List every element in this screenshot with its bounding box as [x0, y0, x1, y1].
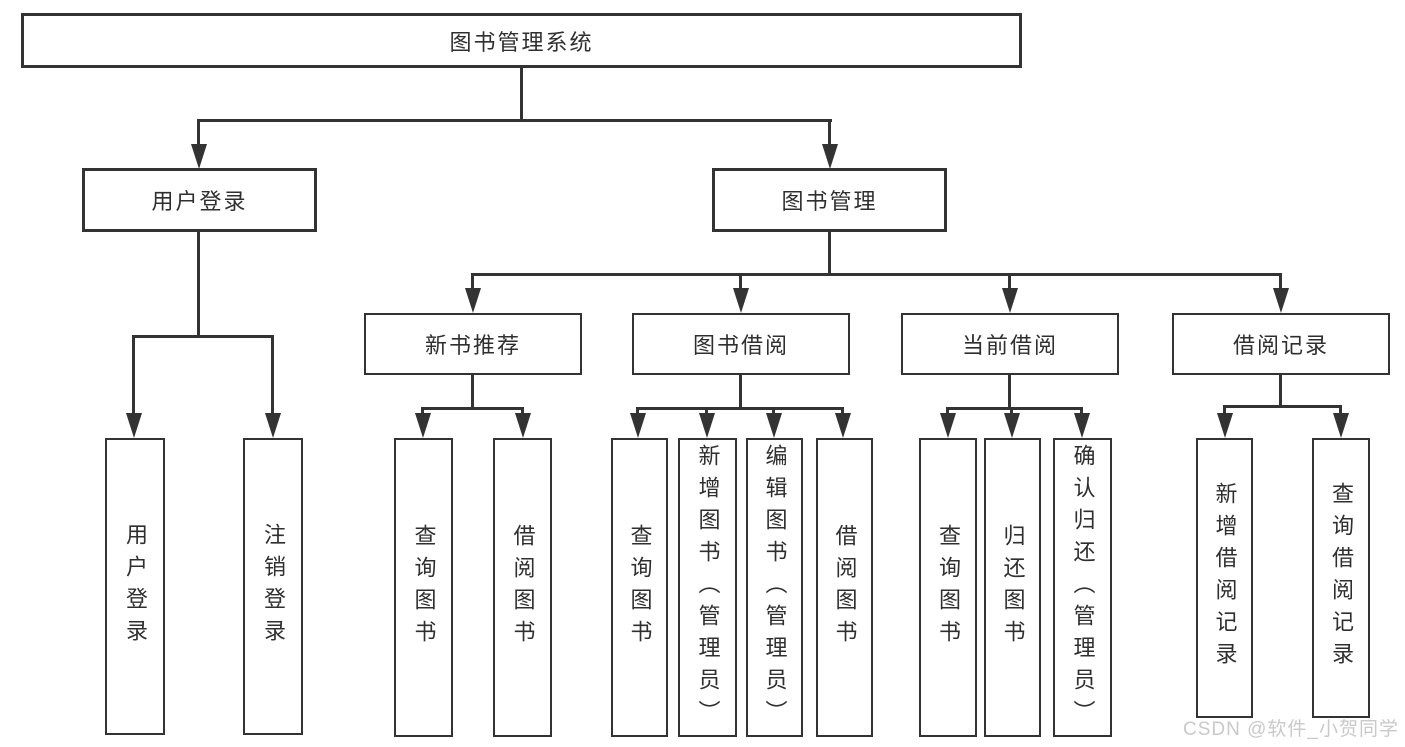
node-book-borrowing: 图书借阅 — [632, 313, 850, 375]
leaf-recommend-borrow-books: 借阅图书 — [493, 438, 552, 737]
connector-vline — [841, 407, 844, 414]
arrowhead-down-icon — [515, 413, 531, 438]
connector-vline — [1279, 375, 1282, 405]
arrowhead-down-icon — [822, 144, 838, 169]
connector-vline — [197, 232, 200, 335]
connector-hline — [421, 407, 524, 410]
connector-vline — [471, 375, 474, 407]
connector-vline — [271, 335, 274, 413]
connector-hline — [1223, 405, 1342, 408]
arrowhead-down-icon — [1217, 413, 1233, 438]
leaf-user-login: 用户登录 — [105, 438, 165, 735]
connector-vline — [705, 407, 708, 414]
leaf-borrowing-add-books-admin: 新增图书（管理员） — [678, 438, 737, 737]
arrowhead-down-icon — [835, 413, 851, 438]
connector-hline — [471, 273, 1282, 276]
connector-vline — [1008, 375, 1011, 407]
arrowhead-down-icon — [699, 413, 715, 438]
node-library-management-system: 图书管理系统 — [21, 13, 1022, 68]
node-user-login: 用户登录 — [82, 168, 317, 232]
leaf-current-return-books: 归还图书 — [984, 438, 1041, 737]
arrowhead-down-icon — [1002, 288, 1018, 313]
leaf-logout: 注销登录 — [243, 438, 303, 735]
arrowhead-down-icon — [940, 413, 956, 438]
connector-vline — [1339, 405, 1342, 414]
connector-vline — [828, 232, 831, 273]
leaf-recommend-query-books: 查询图书 — [394, 438, 453, 737]
arrowhead-down-icon — [1004, 413, 1020, 438]
connector-vline — [421, 407, 424, 414]
connector-vline — [197, 119, 200, 145]
arrowhead-down-icon — [265, 413, 281, 438]
leaf-records-query-record: 查询借阅记录 — [1312, 438, 1370, 718]
connector-vline — [739, 273, 742, 289]
node-current-borrowing: 当前借阅 — [901, 313, 1119, 375]
node-new-book-recommend: 新书推荐 — [364, 313, 582, 375]
connector-vline — [1223, 405, 1226, 414]
leaf-borrowing-edit-books-admin: 编辑图书（管理员） — [746, 438, 803, 737]
leaf-borrowing-query-books: 查询图书 — [611, 438, 668, 737]
arrowhead-down-icon — [733, 288, 749, 313]
node-borrowing-records: 借阅记录 — [1172, 313, 1390, 375]
connector-vline — [1008, 273, 1011, 289]
connector-vline — [1010, 407, 1013, 414]
arrowhead-down-icon — [415, 413, 431, 438]
leaf-current-query-books: 查询图书 — [919, 438, 977, 737]
connector-vline — [828, 119, 831, 145]
connector-vline — [1080, 407, 1083, 414]
arrowhead-down-icon — [1074, 413, 1090, 438]
connector-hline — [946, 407, 1083, 410]
arrowhead-down-icon — [126, 413, 142, 438]
connector-hline — [197, 119, 832, 122]
csdn-watermark: CSDN @软件_小贺同学 — [1183, 719, 1399, 740]
connector-vline — [1279, 273, 1282, 289]
arrowhead-down-icon — [1273, 288, 1289, 313]
connector-vline — [132, 335, 135, 413]
connector-vline — [471, 273, 474, 289]
connector-vline — [739, 375, 742, 407]
leaf-current-confirm-return-admin: 确认归还（管理员） — [1053, 438, 1112, 737]
connector-vline — [521, 407, 524, 414]
leaf-records-add-record: 新增借阅记录 — [1196, 438, 1253, 718]
arrowhead-down-icon — [465, 288, 481, 313]
arrowhead-down-icon — [1333, 413, 1349, 438]
connector-hline — [636, 407, 844, 410]
connector-vline — [520, 68, 523, 119]
arrowhead-down-icon — [191, 144, 207, 169]
connector-vline — [772, 407, 775, 414]
connector-vline — [636, 407, 639, 414]
arrowhead-down-icon — [766, 413, 782, 438]
connector-hline — [132, 335, 274, 338]
arrowhead-down-icon — [630, 413, 646, 438]
leaf-borrowing-borrow-books: 借阅图书 — [816, 438, 873, 737]
node-book-management: 图书管理 — [712, 168, 947, 232]
connector-vline — [946, 407, 949, 414]
